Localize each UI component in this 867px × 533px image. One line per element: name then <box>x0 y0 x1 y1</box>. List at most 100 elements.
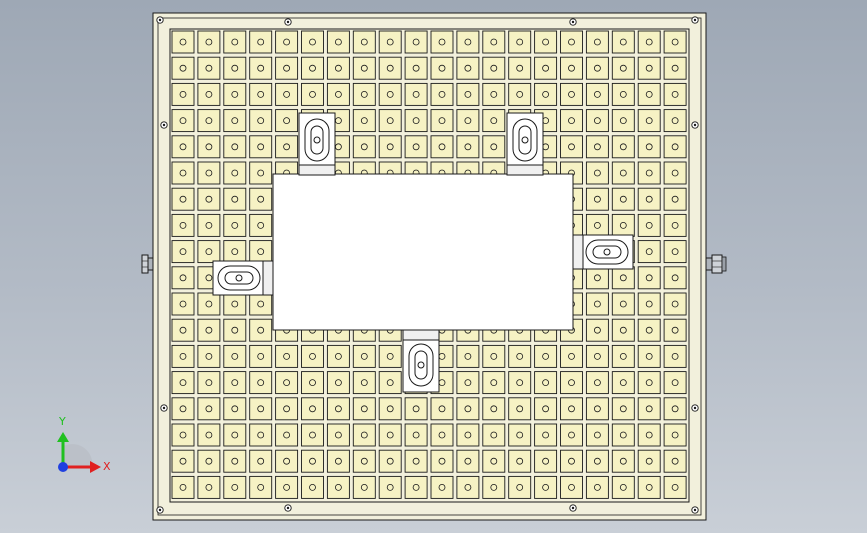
vacuum-cell <box>637 213 661 237</box>
left-connector[interactable] <box>141 254 154 274</box>
vacuum-cell <box>560 449 583 473</box>
vacuum-cell <box>171 292 195 316</box>
vacuum-hole-icon <box>671 143 679 151</box>
vacuum-cell <box>352 82 376 106</box>
border-screws <box>156 16 699 514</box>
vacuum-cell <box>611 161 635 185</box>
vacuum-cell <box>378 135 402 159</box>
vacuum-hole-icon <box>257 38 265 46</box>
vacuum-hole-icon <box>205 483 213 491</box>
clamp-right[interactable] <box>572 234 634 270</box>
vacuum-hole-icon <box>464 91 472 98</box>
vacuum-cell <box>482 82 506 106</box>
vacuum-hole-icon <box>309 64 316 72</box>
vacuum-cell <box>352 397 376 421</box>
vacuum-hole-icon <box>594 326 601 334</box>
vacuum-cell <box>482 344 506 368</box>
vacuum-hole-icon <box>594 169 601 177</box>
vacuum-cell <box>275 449 299 473</box>
vacuum-hole-icon <box>334 457 342 465</box>
vacuum-hole-icon <box>283 457 291 465</box>
vacuum-hole-icon <box>283 379 291 387</box>
vacuum-cell <box>637 371 661 395</box>
vacuum-hole-icon <box>231 117 239 124</box>
vacuum-cell <box>611 109 635 133</box>
vacuum-hole-icon <box>360 117 368 124</box>
vacuum-hole-icon <box>334 483 342 491</box>
vacuum-hole-icon <box>205 379 213 387</box>
vacuum-cell <box>585 213 609 237</box>
vacuum-hole-icon <box>594 483 601 491</box>
vacuum-hole-icon <box>438 64 446 72</box>
vacuum-cell <box>585 161 609 185</box>
vacuum-hole-icon <box>671 457 679 465</box>
vacuum-hole-icon <box>671 169 679 177</box>
vacuum-hole-icon <box>205 300 213 308</box>
vacuum-hole-icon <box>205 117 213 124</box>
vacuum-hole-icon <box>257 405 265 413</box>
vacuum-hole-icon <box>360 38 368 46</box>
vacuum-hole-icon <box>619 483 627 491</box>
vacuum-hole-icon <box>231 457 239 465</box>
vacuum-cell <box>249 423 273 447</box>
clamp-bottom[interactable] <box>402 329 440 393</box>
vacuum-cell <box>560 397 583 421</box>
vacuum-cell <box>223 371 247 395</box>
vacuum-cell <box>197 187 221 211</box>
vacuum-cell <box>249 344 273 368</box>
vacuum-hole-icon <box>205 143 213 151</box>
vacuum-cell <box>378 371 402 395</box>
vacuum-hole-icon <box>542 64 549 72</box>
vacuum-hole-icon <box>490 117 498 124</box>
vacuum-cell <box>560 423 583 447</box>
vacuum-hole-icon <box>568 143 575 151</box>
vacuum-cell <box>223 56 247 80</box>
vacuum-hole-icon <box>205 352 213 360</box>
vacuum-hole-icon <box>568 431 575 439</box>
clamp-top-left[interactable] <box>298 112 336 176</box>
vacuum-hole-icon <box>283 352 291 360</box>
vacuum-hole-icon <box>464 457 472 465</box>
screw-center-icon <box>162 123 166 127</box>
workpiece[interactable] <box>272 173 574 331</box>
vacuum-hole-icon <box>516 64 524 72</box>
vacuum-hole-icon <box>542 431 549 439</box>
vacuum-hole-icon <box>490 379 498 387</box>
clamp-top-right[interactable] <box>506 112 544 176</box>
vacuum-cell <box>223 292 247 316</box>
vacuum-hole-icon <box>257 457 265 465</box>
vacuum-cell <box>585 397 609 421</box>
vacuum-cell <box>404 82 428 106</box>
vacuum-hole-icon <box>179 483 187 491</box>
vacuum-hole-icon <box>257 483 265 491</box>
vacuum-hole-icon <box>257 379 265 387</box>
vacuum-cell <box>508 82 532 106</box>
vacuum-hole-icon <box>334 431 342 439</box>
vacuum-hole-icon <box>257 300 265 308</box>
vacuum-hole-icon <box>594 405 601 413</box>
vacuum-hole-icon <box>490 64 498 72</box>
vacuum-cell <box>534 371 558 395</box>
vacuum-hole-icon <box>257 91 265 98</box>
vacuum-hole-icon <box>594 64 601 72</box>
vacuum-cell <box>249 161 273 185</box>
vacuum-hole-icon <box>412 405 420 413</box>
x-axis-label: X <box>103 460 111 473</box>
vacuum-cell <box>249 318 273 342</box>
vacuum-cell <box>482 135 506 159</box>
vacuum-cell <box>560 475 583 499</box>
clamp-left[interactable] <box>212 260 274 296</box>
vacuum-cell <box>197 30 221 54</box>
vacuum-cell <box>223 397 247 421</box>
vacuum-cell <box>197 397 221 421</box>
vacuum-hole-icon <box>386 405 394 413</box>
vacuum-cell <box>663 318 687 342</box>
right-connector[interactable] <box>705 254 727 274</box>
vacuum-cell <box>611 213 635 237</box>
vacuum-cell <box>560 135 583 159</box>
vacuum-cell <box>378 82 402 106</box>
vacuum-cell <box>663 213 687 237</box>
vacuum-cell <box>637 30 661 54</box>
vacuum-hole-icon <box>464 352 472 360</box>
